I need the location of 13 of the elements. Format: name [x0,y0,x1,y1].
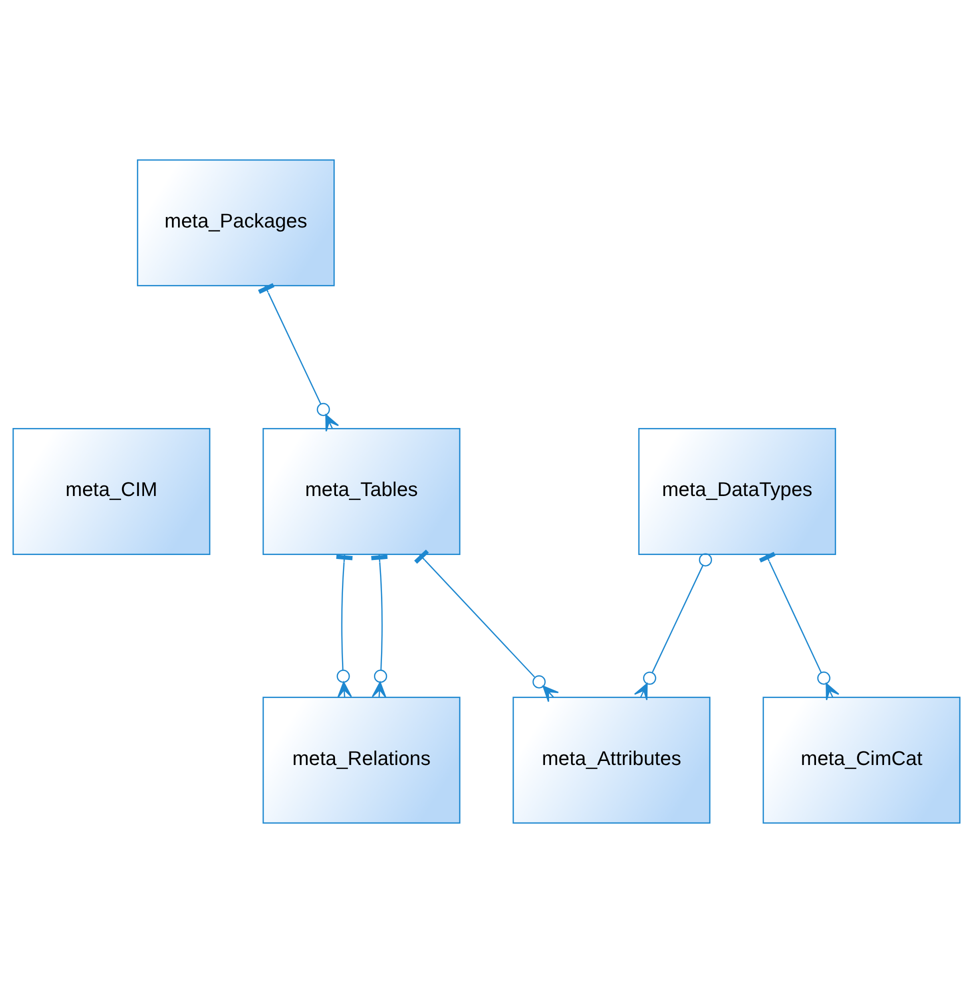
connector [371,554,388,698]
node-box: meta_CimCat [762,696,960,824]
connector [336,554,353,698]
node-box: meta_Attributes [512,696,710,824]
node-box: meta_Packages [136,158,335,286]
connector [634,552,712,700]
node-box: meta_Relations [262,696,460,824]
connector [414,549,559,702]
node-box: meta_Tables [262,428,460,554]
connector [258,282,339,432]
node-box: meta_CIM [12,428,210,554]
node-box: meta_DataTypes [638,428,836,554]
connector [759,551,840,700]
